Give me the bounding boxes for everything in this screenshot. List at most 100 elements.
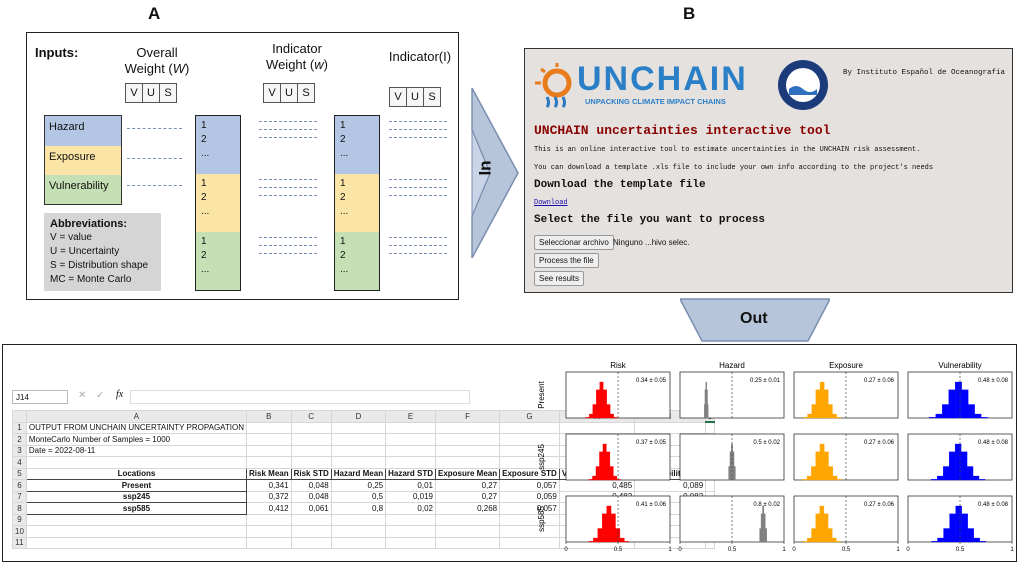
table-cell[interactable] (434, 525, 501, 538)
row-number[interactable]: 11 (12, 536, 27, 549)
table-cell[interactable]: 0,27 (434, 490, 501, 503)
table-cell[interactable]: 0,019 (385, 490, 436, 503)
table-cell[interactable] (25, 525, 248, 538)
table-cell[interactable]: 0,01 (385, 479, 436, 492)
table-cell[interactable] (385, 525, 436, 538)
table-cell[interactable] (290, 433, 332, 446)
column-letter[interactable] (12, 410, 27, 423)
histogram-bar (585, 417, 590, 419)
row-number[interactable]: 6 (12, 479, 27, 492)
table-cell[interactable] (330, 456, 387, 469)
column-letter[interactable]: B (246, 410, 292, 423)
table-cell[interactable] (25, 513, 248, 526)
table-cell[interactable]: 0,061 (290, 502, 332, 515)
table-cell[interactable] (434, 513, 501, 526)
table-cell[interactable] (434, 456, 501, 469)
row-number[interactable]: 4 (12, 456, 27, 469)
table-cell[interactable]: Hazard STD (385, 467, 436, 480)
list-item: 2 (340, 250, 346, 261)
table-cell[interactable] (330, 513, 387, 526)
table-cell[interactable] (246, 456, 292, 469)
table-cell[interactable] (330, 421, 387, 434)
table-cell[interactable] (246, 433, 292, 446)
column-letter[interactable]: G (499, 410, 560, 423)
table-cell[interactable]: 0,25 (330, 479, 387, 492)
table-cell[interactable] (290, 421, 332, 434)
table-cell[interactable] (246, 421, 292, 434)
table-cell[interactable]: 0,048 (290, 479, 332, 492)
table-cell[interactable]: 0,27 (434, 479, 501, 492)
see-results-button[interactable]: See results (534, 271, 585, 286)
column-letter[interactable]: A (25, 410, 248, 423)
table-cell[interactable] (434, 421, 501, 434)
table-cell[interactable]: 0,341 (246, 479, 292, 492)
table-cell[interactable] (290, 525, 332, 538)
table-cell[interactable] (246, 525, 292, 538)
table-cell[interactable]: 0,8 (330, 502, 387, 515)
table-cell[interactable] (434, 433, 501, 446)
table-cell[interactable]: OUTPUT FROM UNCHAIN UNCERTAINTY PROPAGAT… (25, 421, 248, 434)
row-number[interactable]: 10 (12, 525, 27, 538)
table-cell[interactable]: 0,02 (385, 502, 436, 515)
histogram-bar (832, 537, 837, 543)
table-cell[interactable]: 0,412 (246, 502, 292, 515)
row-number[interactable]: 3 (12, 444, 27, 457)
table-cell[interactable] (290, 444, 332, 457)
table-cell[interactable]: Date = 2022-08-11 (25, 444, 248, 457)
formula-bar[interactable] (130, 390, 470, 404)
table-cell[interactable] (385, 444, 436, 457)
table-cell[interactable] (246, 536, 292, 549)
table-cell[interactable]: 0,057 (499, 502, 560, 515)
table-cell[interactable] (385, 536, 436, 549)
table-cell[interactable] (290, 536, 332, 549)
table-cell[interactable] (25, 456, 248, 469)
table-cell[interactable]: Hazard Mean (330, 467, 387, 480)
table-cell[interactable]: Risk STD (290, 467, 332, 480)
table-cell[interactable] (385, 513, 436, 526)
row-number[interactable]: 7 (12, 490, 27, 503)
table-cell[interactable] (330, 536, 387, 549)
table-cell[interactable] (385, 433, 436, 446)
table-cell[interactable] (290, 456, 332, 469)
histogram-bar (763, 513, 766, 543)
table-cell[interactable] (385, 456, 436, 469)
choose-file-button[interactable]: Seleccionar archivo (534, 235, 614, 250)
row-number[interactable]: 5 (12, 467, 27, 480)
table-cell[interactable] (434, 536, 501, 549)
table-cell[interactable] (385, 421, 436, 434)
table-cell[interactable]: 0,048 (290, 490, 332, 503)
table-cell[interactable] (246, 444, 292, 457)
table-cell[interactable] (25, 536, 248, 549)
table-cell[interactable]: ssp245 (25, 490, 248, 503)
table-cell[interactable]: 0,372 (246, 490, 292, 503)
histogram-bar (592, 475, 597, 481)
row-number[interactable]: 1 (12, 421, 27, 434)
histogram-bar (836, 479, 842, 481)
process-file-button[interactable]: Process the file (534, 253, 599, 268)
column-letter[interactable]: E (385, 410, 436, 423)
row-number[interactable]: 2 (12, 433, 27, 446)
table-cell[interactable]: MonteCarlo Number of Samples = 1000 (25, 433, 248, 446)
column-letter[interactable]: F (434, 410, 501, 423)
name-box[interactable]: J14 (12, 390, 68, 404)
column-letter[interactable]: D (330, 410, 387, 423)
table-cell[interactable] (330, 433, 387, 446)
row-number[interactable]: 9 (12, 513, 27, 526)
table-cell[interactable]: ssp585 (25, 502, 248, 515)
table-cell[interactable]: Risk Mean (246, 467, 292, 480)
column-letter[interactable]: C (290, 410, 332, 423)
table-cell[interactable]: 0,5 (330, 490, 387, 503)
table-cell[interactable] (290, 513, 332, 526)
table-cell[interactable] (330, 444, 387, 457)
table-cell[interactable] (330, 525, 387, 538)
row-number[interactable]: 8 (12, 502, 27, 515)
table-cell[interactable]: Exposure Mean (434, 467, 501, 480)
download-link[interactable]: Download (534, 199, 568, 207)
table-cell[interactable] (434, 444, 501, 457)
table-cell[interactable]: Present (25, 479, 248, 492)
table-cell[interactable] (246, 513, 292, 526)
table-cell[interactable]: Locations (25, 467, 248, 480)
table-cell[interactable]: 0,268 (434, 502, 501, 515)
